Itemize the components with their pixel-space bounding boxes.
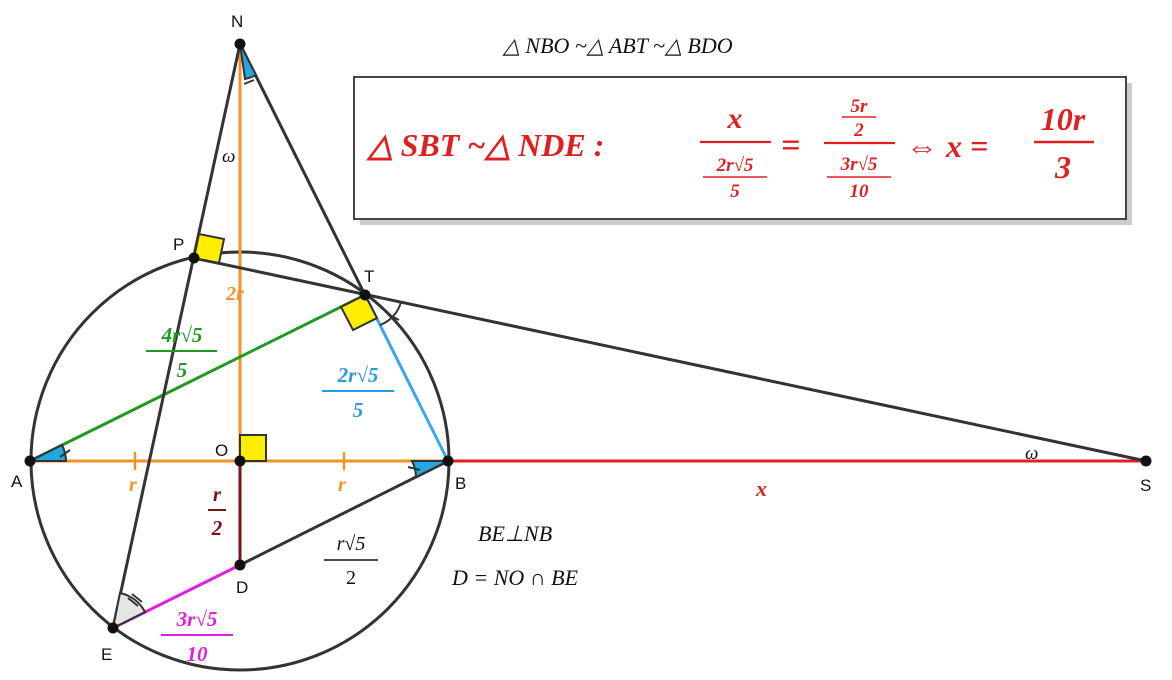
point-o <box>234 455 246 467</box>
formula-frac2-den-top: 3r√5 <box>840 154 878 175</box>
label-r-left: r <box>129 474 137 496</box>
omega-s-label: ω <box>1025 443 1038 464</box>
formula-iff: ⇔ x = <box>906 128 988 164</box>
point-a <box>24 455 36 467</box>
formula-frac3-num: 10r <box>1041 101 1086 137</box>
segment-nt <box>238 43 367 296</box>
label-b: B <box>455 474 466 493</box>
segment-ne <box>111 43 242 629</box>
formula-frac1-num: x <box>727 102 743 135</box>
label-tb-num: 2r√5 <box>337 363 379 387</box>
angle-b-tick <box>407 466 421 471</box>
segment-at <box>29 293 366 463</box>
right-angle-t <box>339 293 379 332</box>
angle-e <box>111 591 147 630</box>
point-b <box>442 455 454 467</box>
label-tb-den: 5 <box>353 398 364 422</box>
label-n: N <box>231 12 243 31</box>
point-p <box>188 252 200 264</box>
angle-e-tick1 <box>127 597 139 607</box>
point-s <box>1140 455 1152 467</box>
angle-n-tick <box>243 79 255 85</box>
label-at-den: 5 <box>177 358 188 382</box>
segment-db <box>239 459 449 567</box>
point-t <box>359 289 371 301</box>
note-perp: BE⊥NB <box>478 521 552 546</box>
segment-tb <box>363 294 450 462</box>
angle-a-tick <box>59 449 71 458</box>
formula-frac1-den-bottom: 5 <box>730 181 740 202</box>
right-angle-p <box>192 232 226 265</box>
label-at-num: 4r√5 <box>161 323 203 347</box>
formula-lhs: △ SBT ~△ NDE : <box>366 127 604 163</box>
label-db-den: 2 <box>346 567 356 589</box>
angle-t-arc <box>379 301 402 326</box>
formula-box <box>353 76 1127 220</box>
segment-ps <box>193 256 1147 463</box>
label-p: P <box>173 235 184 254</box>
formula-frac1-den-top: 2r√5 <box>716 155 754 176</box>
angle-t-tick <box>387 313 400 321</box>
formula: △ SBT ~△ NDE : x 2r√5 5 = 5r 2 3r√5 10 ⇔… <box>366 96 1094 202</box>
formula-frac3-den: 3 <box>1054 149 1071 185</box>
angle-n <box>239 43 258 81</box>
omega-top-label: ω <box>222 146 235 167</box>
formula-eq: = <box>781 127 800 164</box>
label-db-num: r√5 <box>337 533 366 555</box>
label-o: O <box>215 441 228 460</box>
label-t: T <box>364 267 374 286</box>
angle-a <box>29 443 68 462</box>
right-angle-o <box>239 434 267 462</box>
angle-e-tick2 <box>131 593 143 603</box>
formula-frac2-num-bottom: 2 <box>853 120 864 141</box>
label-a: A <box>11 472 23 491</box>
label-d: D <box>236 578 248 597</box>
label-e: E <box>101 645 112 664</box>
label-ed-den: 10 <box>187 642 209 666</box>
note-intersection: D = NO ∩ BE <box>451 565 579 590</box>
label-x: x <box>755 476 767 501</box>
label-ed-num: 3r√5 <box>176 607 218 631</box>
formula-frac2-num-top: 5r <box>851 96 869 117</box>
top-relation: △ NBO ~△ ABT ~△ BDO <box>502 33 733 58</box>
point-d <box>234 559 246 571</box>
label-od-den: 2 <box>211 516 223 540</box>
label-r-right: r <box>338 474 346 496</box>
point-n <box>234 38 246 50</box>
label-od-num: r <box>213 482 222 506</box>
label-s: S <box>1140 476 1151 495</box>
label-2r: 2r <box>225 283 244 305</box>
formula-frac2-den-bottom: 10 <box>850 181 870 202</box>
point-e <box>107 622 119 634</box>
